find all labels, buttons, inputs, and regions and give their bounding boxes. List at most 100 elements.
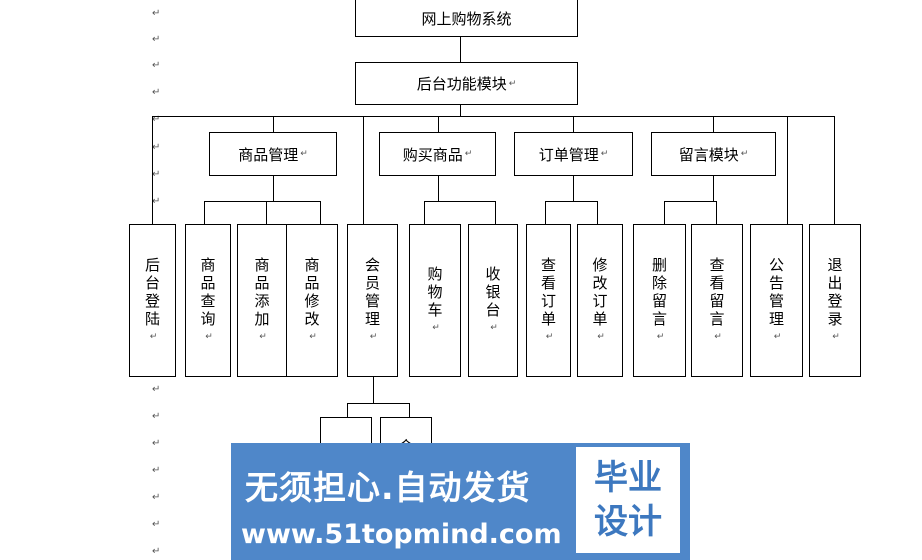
paragraph-mark: ↵ xyxy=(300,149,308,159)
paragraph-mark: ↵ xyxy=(773,331,782,342)
connector-line xyxy=(573,175,574,201)
connector-line xyxy=(438,175,439,201)
leaf-node: 查看订单↵ xyxy=(526,224,571,377)
paragraph-mark: ↵ xyxy=(309,331,317,342)
leaf-label-char: 看 xyxy=(709,273,725,292)
leaf-label-char: 商 xyxy=(254,255,270,274)
paragraph-mark: ↵ xyxy=(740,149,749,159)
connector-line xyxy=(495,201,496,224)
leaf-label: 收银台↵ xyxy=(485,265,500,337)
leaf-label: 会员管理↵ xyxy=(365,256,380,346)
paragraph-mark: ↵ xyxy=(152,169,161,180)
leaf-label-char: 加 xyxy=(254,309,270,328)
leaf-node: 收银台↵ xyxy=(468,224,518,377)
paragraph-mark: ↵ xyxy=(152,519,161,530)
connector-line xyxy=(266,201,267,224)
leaf-node: 退出登录↵ xyxy=(809,224,861,377)
leaf-label: 修改订单↵ xyxy=(592,256,607,346)
leaf-label: 删除留言↵ xyxy=(652,256,667,346)
leaf-label-char: 订 xyxy=(592,291,608,310)
paragraph-mark: ↵ xyxy=(656,331,665,342)
paragraph-mark: ↵ xyxy=(545,331,554,342)
leaf-label-char: 理 xyxy=(768,309,784,328)
group-node-message: 留言模块↵ xyxy=(651,132,776,176)
leaf-label: 商品修改↵ xyxy=(304,256,319,346)
paragraph-mark: ↵ xyxy=(369,331,378,342)
paragraph-mark: ↵ xyxy=(152,8,161,19)
paragraph-mark: ↵ xyxy=(152,114,161,125)
connector-line xyxy=(424,201,496,202)
leaf-node: 商品添加↵ xyxy=(237,224,287,377)
connector-line xyxy=(347,403,348,417)
connector-line xyxy=(460,36,461,62)
leaf-label-char: 修 xyxy=(304,291,320,310)
leaf-label-char: 改 xyxy=(592,273,608,292)
connector-line xyxy=(424,201,425,224)
leaf-label-char: 告 xyxy=(768,273,784,292)
connector-line xyxy=(347,403,410,404)
leaf-node: 商品查询↵ xyxy=(185,224,231,377)
paragraph-mark: ↵ xyxy=(152,60,161,71)
leaf-label: 查看留言↵ xyxy=(709,256,724,346)
group-node-order-management: 订单管理↵ xyxy=(514,132,633,176)
leaf-label-char: 车 xyxy=(427,300,443,319)
leaf-node: 会员管理↵ xyxy=(347,224,398,377)
watermark-badge: 毕业 设计 xyxy=(576,447,680,553)
connector-line xyxy=(597,201,598,224)
leaf-node: 查看留言↵ xyxy=(691,224,743,377)
leaf-label-char: 台 xyxy=(144,273,160,292)
paragraph-mark: ↵ xyxy=(205,331,213,342)
leaf-node: 后台登陆↵ xyxy=(129,224,176,377)
leaf-label: 公告管理↵ xyxy=(769,256,784,346)
paragraph-mark: ↵ xyxy=(432,322,440,333)
connector-line xyxy=(713,116,714,132)
connector-line xyxy=(363,116,364,224)
leaf-label-char: 登 xyxy=(144,291,160,310)
leaf-label-char: 单 xyxy=(592,309,608,328)
leaf-label-char: 后 xyxy=(144,255,160,274)
leaf-label-char: 会 xyxy=(364,255,380,274)
leaf-node: 修改订单↵ xyxy=(577,224,623,377)
leaf-label-char: 收 xyxy=(485,264,501,283)
group-label: 订单管理 xyxy=(538,145,599,164)
group-node-product-management: 商品管理↵ xyxy=(209,132,337,176)
leaf-label-char: 修 xyxy=(592,255,608,274)
leaf-label-char: 言 xyxy=(709,309,725,328)
paragraph-mark: ↵ xyxy=(490,322,498,333)
connector-line xyxy=(204,201,205,224)
leaf-label-char: 看 xyxy=(540,273,556,292)
leaf-label-char: 查 xyxy=(200,291,216,310)
leaf-label-char: 言 xyxy=(651,309,667,328)
paragraph-mark: ↵ xyxy=(832,331,840,342)
leaf-label-char: 出 xyxy=(827,273,843,292)
paragraph-mark: ↵ xyxy=(464,149,473,159)
leaf-label: 后台登陆↵ xyxy=(145,256,160,346)
leaf-label-char: 商 xyxy=(200,255,216,274)
leaf-node: 商品修改↵ xyxy=(286,224,338,377)
leaf-label-char: 查 xyxy=(709,255,725,274)
paragraph-mark: ↵ xyxy=(714,331,722,342)
leaf-label-char: 物 xyxy=(427,282,443,301)
leaf-label: 退出登录↵ xyxy=(827,256,842,346)
connector-line xyxy=(716,201,717,224)
leaf-label-char: 查 xyxy=(540,255,556,274)
paragraph-mark: ↵ xyxy=(152,384,161,395)
leaf-node: 购物车↵ xyxy=(409,224,461,377)
leaf-label-char: 退 xyxy=(827,255,843,274)
leaf-label-char: 品 xyxy=(304,273,320,292)
paragraph-mark: ↵ xyxy=(152,438,161,449)
leaf-label-char: 录 xyxy=(827,309,843,328)
connector-line xyxy=(787,116,788,224)
connector-line xyxy=(460,104,461,116)
root-node-label: 网上购物系统 xyxy=(421,9,512,28)
leaf-label: 查看订单↵ xyxy=(541,256,556,346)
group-node-purchase: 购买商品↵ xyxy=(379,132,496,176)
backend-module-node: 后台功能模块↵ xyxy=(355,62,578,105)
leaf-label-char: 添 xyxy=(254,291,270,310)
group-label: 购买商品 xyxy=(402,145,463,164)
paragraph-mark: ↵ xyxy=(152,34,161,45)
leaf-node: 公告管理↵ xyxy=(750,224,803,377)
connector-line xyxy=(373,377,374,403)
watermark-badge-line1: 毕业 xyxy=(594,458,662,498)
